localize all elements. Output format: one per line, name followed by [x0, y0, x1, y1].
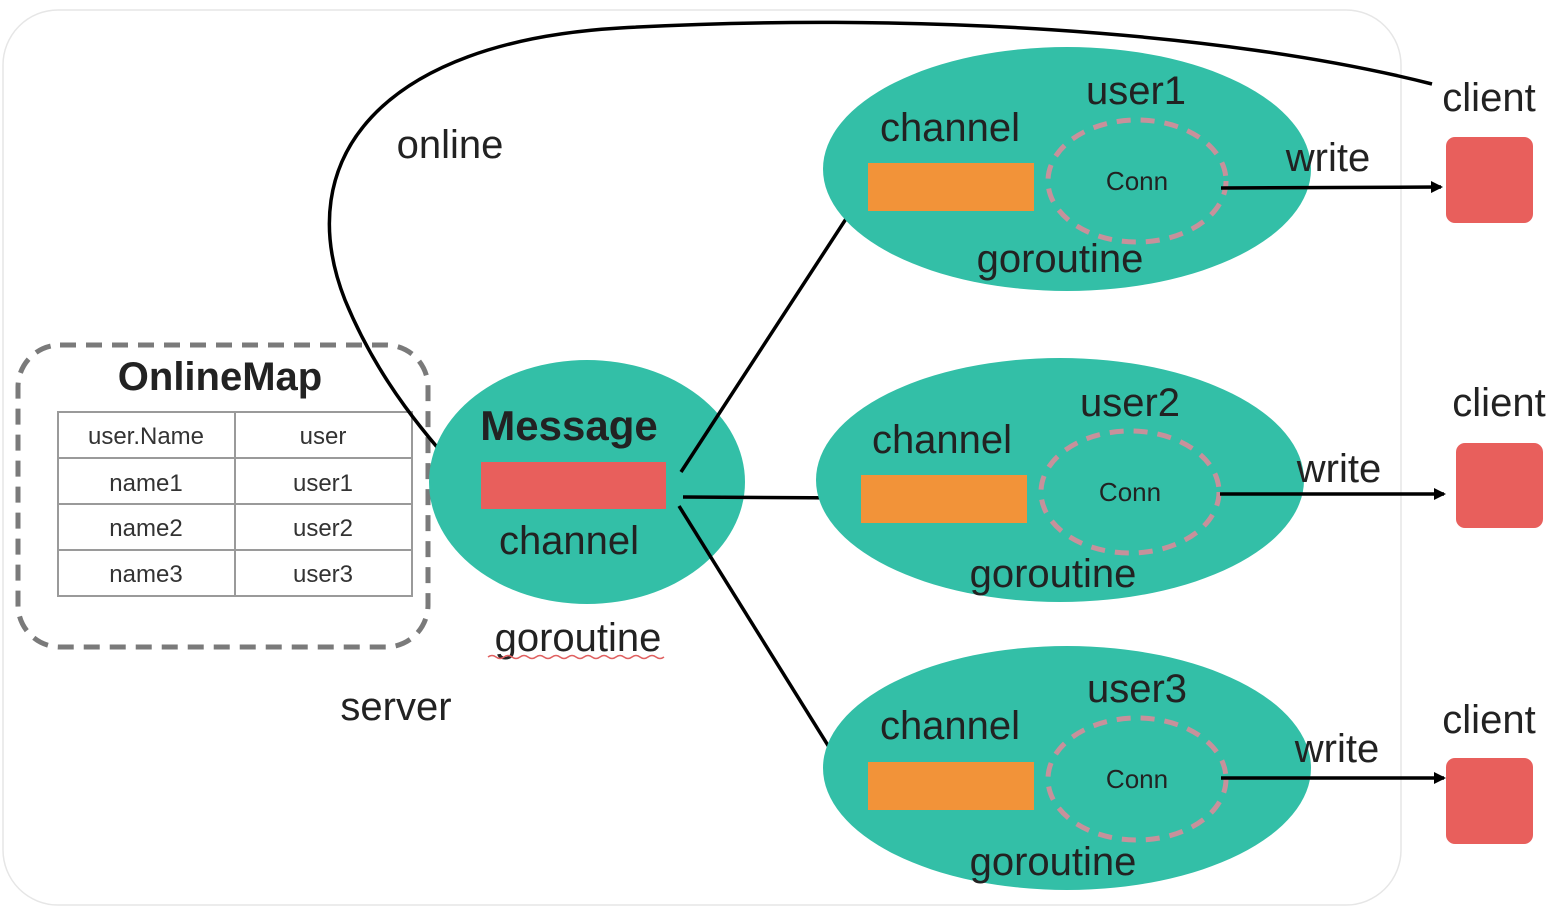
- online-map-table: user.Name user name1 user1 name2 user2 n…: [57, 411, 413, 597]
- message-channel-label: channel: [499, 519, 639, 563]
- user2-channel: [861, 475, 1027, 523]
- user2-client-label: client: [1452, 381, 1545, 425]
- user1-write-arrow: [1220, 181, 1443, 194]
- user2-goroutine-label: goroutine: [970, 552, 1137, 596]
- user1-goroutine: user1 channel Conn goroutine: [823, 47, 1311, 291]
- message-channel: [481, 462, 666, 509]
- server-label: server: [340, 685, 451, 729]
- user1-client: [1446, 137, 1533, 223]
- user1-channel: [868, 163, 1034, 211]
- online-arrow: [327, 20, 1433, 490]
- online-map-container: [15, 342, 431, 650]
- user2-write-label: write: [1296, 447, 1381, 491]
- user1-client-label: client: [1442, 76, 1535, 120]
- server-boundary: [2, 9, 1402, 906]
- user3-channel: [868, 762, 1034, 810]
- user3-client-label: client: [1442, 698, 1535, 742]
- table-cell-user1: user1: [293, 470, 353, 497]
- goroutine-spell-underline: [487, 654, 665, 660]
- user1-write-label: write: [1285, 136, 1370, 180]
- user3-goroutine: user3 channel Conn goroutine: [823, 646, 1311, 890]
- user2-conn-label: Conn: [1099, 477, 1161, 507]
- table-header-user-name: user.Name: [88, 423, 204, 450]
- broadcast-arrow-user3: [677, 505, 854, 786]
- message-goroutine-label: goroutine: [495, 616, 662, 660]
- user3-write-label: write: [1294, 727, 1379, 771]
- user2-client: [1456, 443, 1543, 528]
- table-cell-name1: name1: [109, 470, 182, 497]
- user3-client: [1446, 758, 1533, 844]
- user3-conn-label: Conn: [1106, 764, 1168, 794]
- table-cell-user2: user2: [293, 515, 353, 542]
- user2-channel-label: channel: [872, 418, 1012, 462]
- user1-conn-label: Conn: [1106, 166, 1168, 196]
- user1-name: user1: [1086, 69, 1186, 113]
- online-label: online: [397, 123, 504, 167]
- broadcast-arrow-user1: [679, 180, 872, 473]
- user1-conn: [1045, 117, 1229, 245]
- user3-channel-label: channel: [880, 704, 1020, 748]
- user1-goroutine-label: goroutine: [977, 237, 1144, 281]
- message-title: Message: [480, 402, 657, 449]
- table-header-user: user: [300, 423, 347, 450]
- table-cell-name2: name2: [109, 515, 182, 542]
- user3-name: user3: [1087, 667, 1187, 711]
- user2-conn: [1038, 428, 1222, 556]
- user2-name: user2: [1080, 381, 1180, 425]
- online-map-title: OnlineMap: [118, 355, 322, 399]
- table-cell-name3: name3: [109, 561, 182, 588]
- user1-channel-label: channel: [880, 106, 1020, 150]
- user3-goroutine-label: goroutine: [970, 840, 1137, 884]
- table-cell-user3: user3: [293, 561, 353, 588]
- user2-goroutine: user2 channel Conn goroutine: [816, 358, 1304, 602]
